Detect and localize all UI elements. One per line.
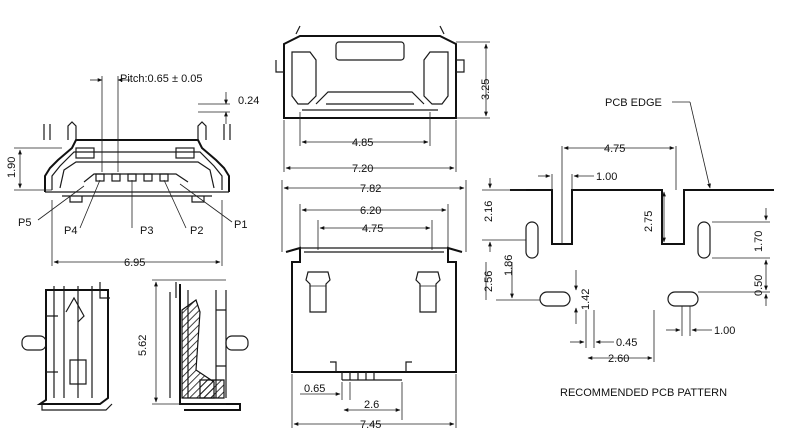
pcb-edge-label: PCB EDGE xyxy=(605,97,662,109)
dim-1-90: 1.90 xyxy=(6,157,18,178)
side-view-left xyxy=(21,282,113,411)
dim-0-24: 0.24 xyxy=(238,95,259,107)
dim-1-00-bottom: 1.00 xyxy=(714,325,735,337)
pin-p4: P4 xyxy=(64,225,77,237)
dim-3-25: 3.25 xyxy=(480,79,492,100)
pcb-pattern: PCB EDGE 4.75 1.00 2.16 2.75 1.70 xyxy=(482,97,774,399)
dim-2-16: 2.16 xyxy=(483,201,495,222)
pin-p5: P5 xyxy=(18,217,31,229)
dim-1-70: 1.70 xyxy=(753,231,765,252)
dim-0-65: 0.65 xyxy=(304,383,325,395)
front-view: Pitch:0.65 ± 0.05 0.24 1.90 6.95 P5 P4 P… xyxy=(6,73,259,269)
dim-0-45: 0.45 xyxy=(616,337,637,349)
side-view-right: 5.62 xyxy=(137,279,249,411)
pin-p3: P3 xyxy=(140,225,153,237)
dim-6-20: 6.20 xyxy=(360,205,381,217)
dim-0-50: 0.50 xyxy=(753,275,765,296)
pin-p2: P2 xyxy=(190,225,203,237)
dim-2-56: 2.56 xyxy=(483,271,495,292)
pad-left-vertical xyxy=(525,221,539,259)
dim-1-00-top: 1.00 xyxy=(596,171,617,183)
pad-left-horizontal xyxy=(539,291,571,307)
pcb-pattern-caption: RECOMMENDED PCB PATTERN xyxy=(560,387,727,399)
dim-2-60: 2.60 xyxy=(608,353,629,365)
pitch-label: Pitch:0.65 ± 0.05 xyxy=(120,73,202,85)
pin-p1: P1 xyxy=(234,219,247,231)
dim-7-45: 7.45 xyxy=(360,419,381,431)
dim-7-82: 7.82 xyxy=(360,183,381,195)
top-view: 3.25 4.85 7.20 xyxy=(275,25,492,175)
dim-2-6: 2.6 xyxy=(364,399,379,411)
dim-7-20: 7.20 xyxy=(352,163,373,175)
dim-4-85: 4.85 xyxy=(352,137,373,149)
dim-1-42: 1.42 xyxy=(580,289,592,310)
dim-5-62: 5.62 xyxy=(137,335,149,356)
dim-4-75-pcb: 4.75 xyxy=(604,143,625,155)
dim-6-95: 6.95 xyxy=(124,257,145,269)
dim-1-86: 1.86 xyxy=(503,255,515,276)
bottom-view: 7.82 6.20 4.75 0.65 2.6 xyxy=(281,180,467,431)
pad-right-horizontal xyxy=(667,291,699,307)
dim-4-75-bottom: 4.75 xyxy=(362,223,383,235)
dim-2-75: 2.75 xyxy=(643,211,655,232)
pad-right-vertical xyxy=(697,221,711,259)
